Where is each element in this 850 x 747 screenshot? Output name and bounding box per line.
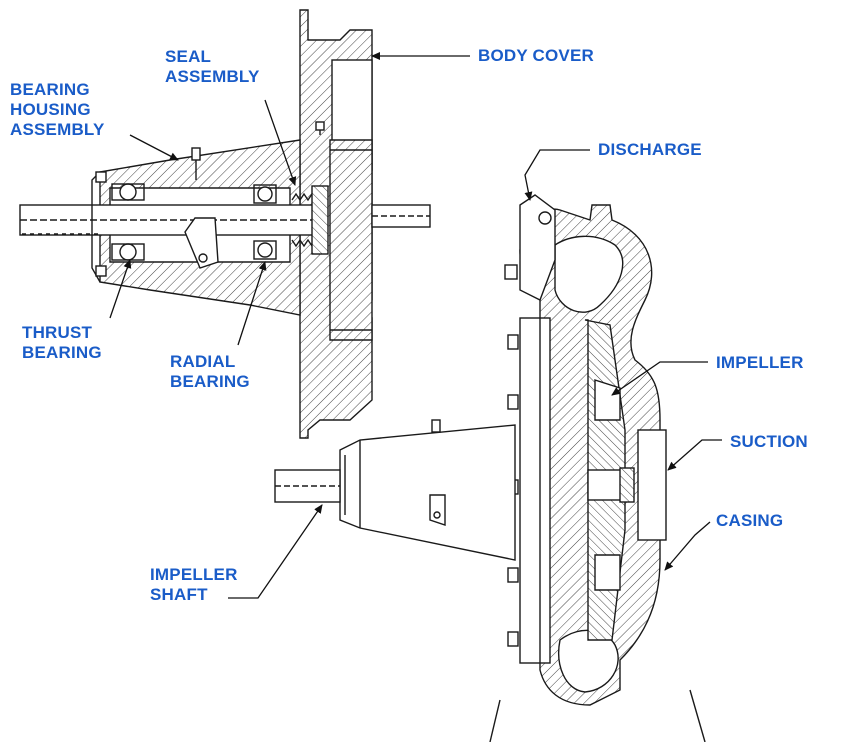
casing-leader bbox=[664, 521, 711, 571]
label-thrust-bearing: THRUST BEARING bbox=[22, 323, 102, 362]
label-bearing-housing-assembly: BEARING HOUSING ASSEMBLY bbox=[10, 80, 105, 139]
seal-assembly-leader bbox=[264, 99, 297, 186]
lower-bearing-housing-part bbox=[339, 424, 516, 561]
label-impeller: IMPELLER bbox=[716, 353, 804, 372]
leader-lines bbox=[109, 52, 722, 599]
label-radial-bearing: RADIAL BEARING bbox=[170, 352, 250, 391]
label-suction: SUCTION bbox=[730, 432, 808, 451]
upper-assembly bbox=[19, 9, 431, 439]
impeller-leader bbox=[611, 361, 708, 396]
label-seal-assembly: SEAL ASSEMBLY bbox=[165, 47, 260, 86]
suction-leader bbox=[667, 439, 722, 471]
bearing-housing-leader bbox=[129, 134, 179, 161]
label-impeller-shaft: IMPELLER SHAFT bbox=[150, 565, 238, 604]
lower-assembly bbox=[274, 194, 706, 743]
label-casing: CASING bbox=[716, 511, 784, 530]
impeller-shaft-leader bbox=[228, 504, 323, 599]
discharge-leader bbox=[524, 149, 590, 201]
label-body-cover: BODY COVER bbox=[478, 46, 594, 65]
radial-bearing-leader bbox=[237, 261, 267, 346]
label-discharge: DISCHARGE bbox=[598, 140, 702, 159]
thrust-bearing-leader bbox=[109, 259, 132, 319]
